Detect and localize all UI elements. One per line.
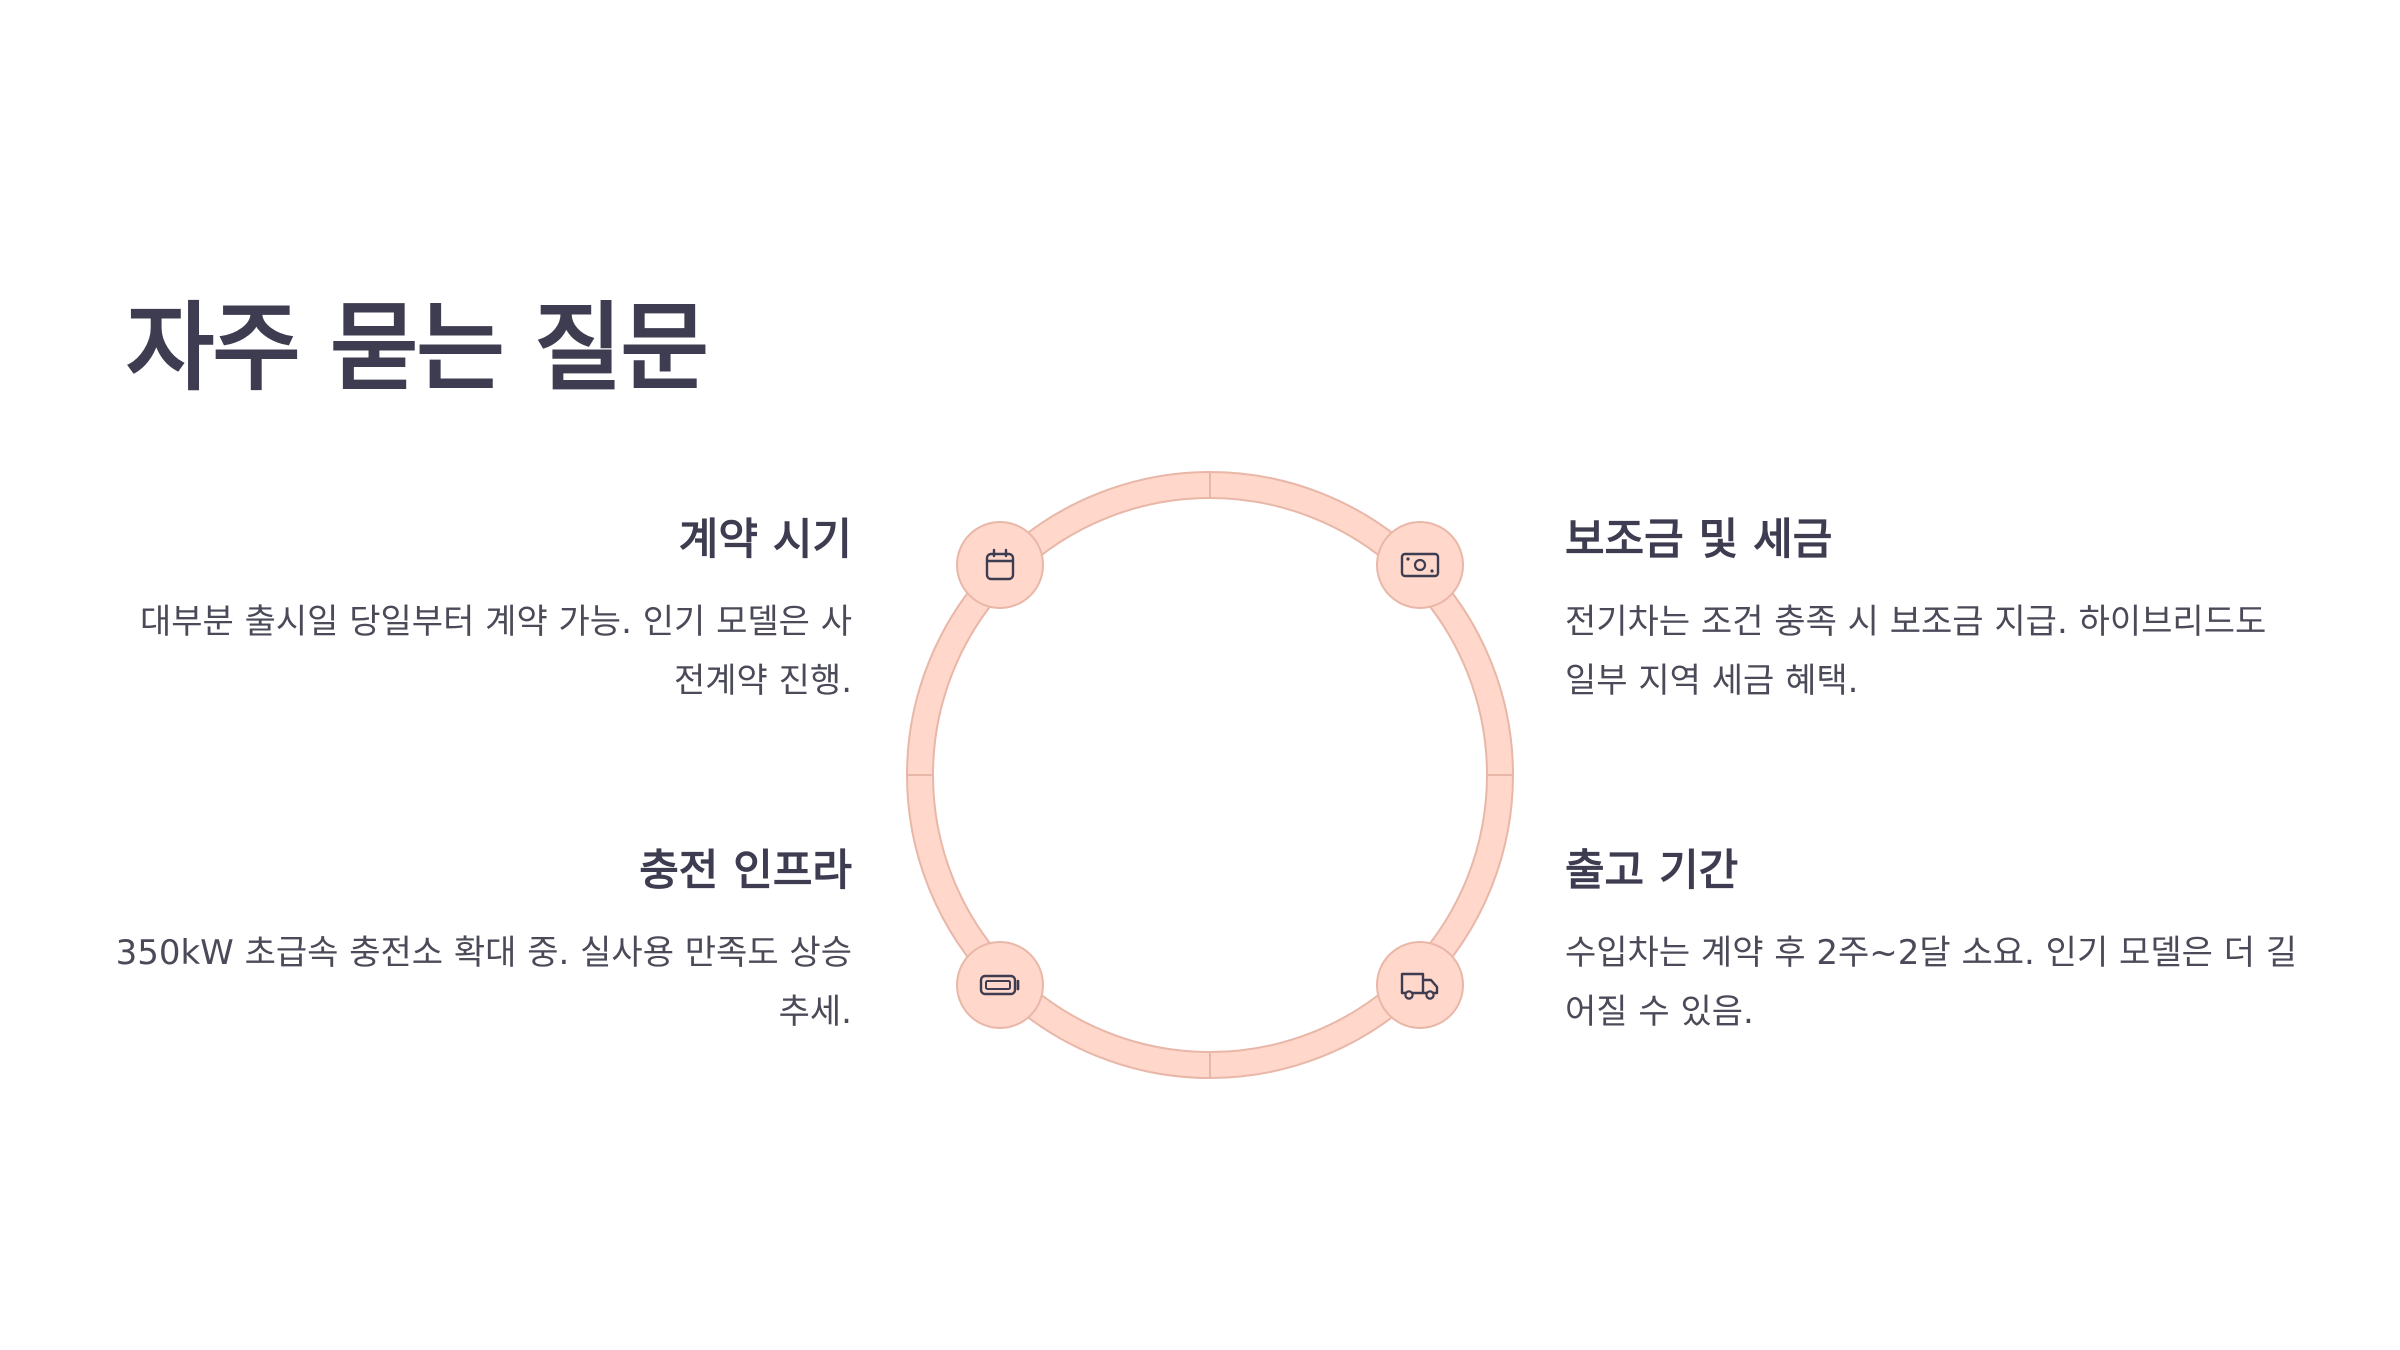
faq-item-charging-infra: 충전 인프라 350kW 초급속 충전소 확대 중. 실사용 만족도 상승 추세… (112, 836, 852, 1042)
node-delivery-period (1376, 941, 1464, 1029)
faq-description: 수입차는 계약 후 2주~2달 소요. 인기 모델은 더 길어질 수 있음. (1565, 933, 2298, 1032)
truck-icon (1400, 972, 1439, 1000)
faq-item-delivery-period: 출고 기간 수입차는 계약 후 2주~2달 소요. 인기 모델은 더 길어질 수… (1565, 836, 2305, 1042)
faq-description: 350kW 초급속 충전소 확대 중. 실사용 만족도 상승 추세. (115, 933, 852, 1032)
faq-title: 충전 인프라 (639, 846, 852, 896)
battery-icon (979, 974, 1020, 996)
faq-item-contract-timing: 계약 시기 대부분 출시일 당일부터 계약 가능. 인기 모델은 사전계약 진행… (112, 505, 852, 711)
cycle-diagram (900, 465, 1520, 1085)
page-title: 자주 묻는 질문 (126, 292, 709, 404)
faq-title: 출고 기간 (1565, 846, 1739, 896)
node-subsidy-tax (1376, 521, 1464, 609)
calendar-icon (985, 548, 1015, 581)
faq-description: 대부분 출시일 당일부터 계약 가능. 인기 모델은 사전계약 진행. (139, 602, 852, 701)
node-contract-timing (956, 521, 1044, 609)
node-charging-infra (956, 941, 1044, 1029)
faq-item-subsidy-tax: 보조금 및 세금 전기차는 조건 충족 시 보조금 지급. 하이브리드도 일부 … (1565, 505, 2305, 711)
cycle-ring (906, 471, 1514, 1079)
money-icon (1400, 552, 1440, 578)
faq-title: 계약 시기 (678, 515, 852, 565)
faq-description: 전기차는 조건 충족 시 보조금 지급. 하이브리드도 일부 지역 세금 혜택. (1565, 602, 2267, 701)
faq-title: 보조금 및 세금 (1565, 515, 1833, 565)
